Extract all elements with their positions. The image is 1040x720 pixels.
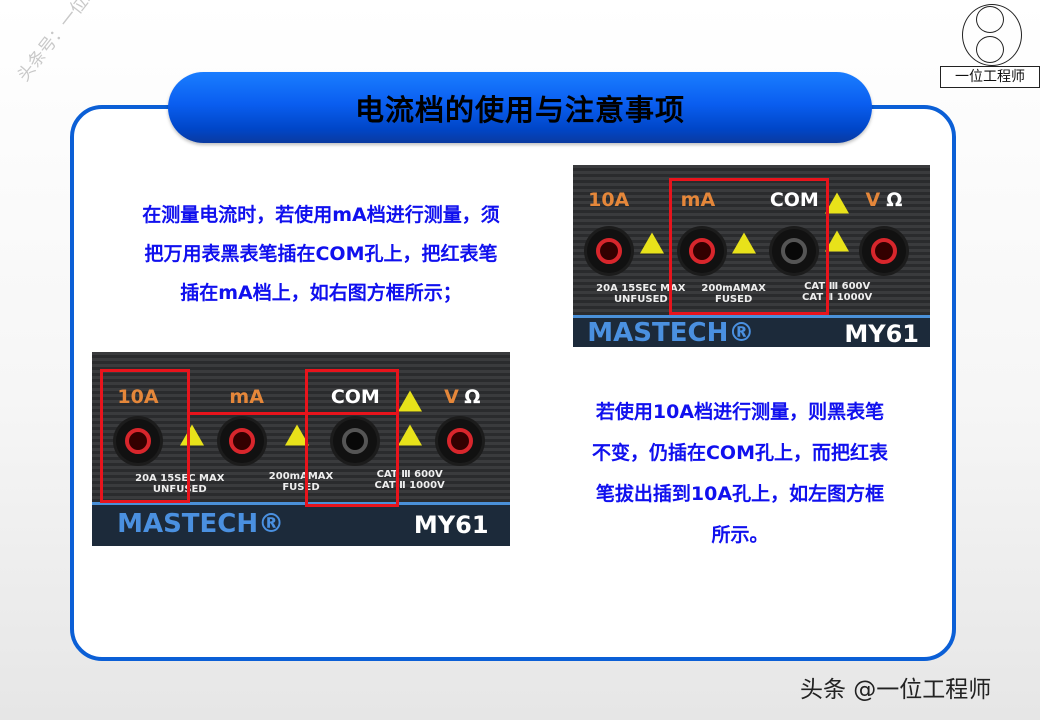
label-com: COM [769,188,819,211]
warning-icon [732,232,757,254]
highlight-box-com [305,369,399,508]
jack-ma [679,228,724,273]
note-text: 200mAMAX [701,283,766,295]
warning-icon [180,424,205,446]
jack-com [333,419,378,464]
model-text: MY61 [413,511,489,540]
paragraph-10a: 若使用10A档进行测量，则黑表笔 不变，仍插在COM孔上，而把红表 笔拔出插到1… [540,392,940,556]
note-text: CAT Ⅲ 600V [376,469,443,481]
note-text: UNFUSED [613,294,668,306]
highlight-box-ma-com [669,177,829,315]
brand-text: MASTECH® [587,317,755,347]
label-10a: 10A [117,385,159,408]
paragraph-line: 在测量电流时，若使用mA档进行测量，须 [142,204,500,226]
warning-icon [825,230,850,252]
jack-v [861,228,906,273]
warning-icon [397,390,422,411]
paragraph-line: 所示。 [711,524,769,546]
label-ohm: Ω [464,385,481,408]
paragraph-line: 不变，仍插在COM孔上，而把红表 [591,442,888,464]
note-text: FUSED [714,294,753,306]
jack-com [772,228,817,273]
watermark: 头条号：一位工程师 [13,0,124,86]
label-ma: mA [680,188,716,211]
label-v: V [444,385,459,408]
warning-icon [397,424,422,446]
label-v: V [865,188,881,211]
highlight-connector [188,412,398,416]
title-banner: 电流档的使用与注意事项 [168,72,872,143]
brand-band: MASTECH® MY61 [92,502,510,546]
paragraph-line: 插在mA档上，如右图方框所示； [180,282,462,304]
note-text: UNFUSED [152,483,207,495]
logo-text: 一位工程师 [940,66,1040,88]
highlight-box-10a [100,369,190,504]
logo-inner-circle [976,36,1004,63]
brand-band: MASTECH® MY61 [573,314,930,347]
label-ma: mA [229,385,264,408]
warning-icon [284,424,309,446]
note-text: 20A 15SEC MAX [135,472,225,484]
jack-v [437,419,482,464]
brand-text: MASTECH® [117,509,285,540]
page-title: 电流档的使用与注意事项 [354,92,685,127]
label-com: COM [330,385,380,408]
warning-icon [639,232,664,254]
note-text: CAT Ⅲ 600V [804,281,871,293]
note-text: 200mAMAX [268,470,334,482]
note-text: CAT Ⅱ 1000V [802,292,873,304]
note-text: 20A 15SEC MAX [596,283,686,295]
jack-10a [115,419,160,464]
warning-icon [825,192,850,214]
note-text: CAT Ⅱ 1000V [374,480,445,492]
paragraph-line: 笔拔出插到10A孔上，如左图方框 [595,483,885,505]
jack-ma [220,419,265,464]
paragraph-line: 把万用表黑表笔插在COM孔上，把红表笔 [144,243,498,265]
label-10a: 10A [588,188,630,211]
logo-inner-circle [976,6,1004,33]
model-text: MY61 [844,319,919,347]
logo-icon [962,4,1022,66]
note-text: FUSED [282,481,320,493]
jack-10a [586,228,631,273]
paragraph-line: 若使用10A档进行测量，则黑表笔 [595,401,885,423]
footer-credit: 头条 @一位工程师 [800,677,992,703]
paragraph-ma: 在测量电流时，若使用mA档进行测量，须 把万用表黑表笔插在COM孔上，把红表笔 … [80,196,562,313]
label-ohm: Ω [886,188,903,211]
